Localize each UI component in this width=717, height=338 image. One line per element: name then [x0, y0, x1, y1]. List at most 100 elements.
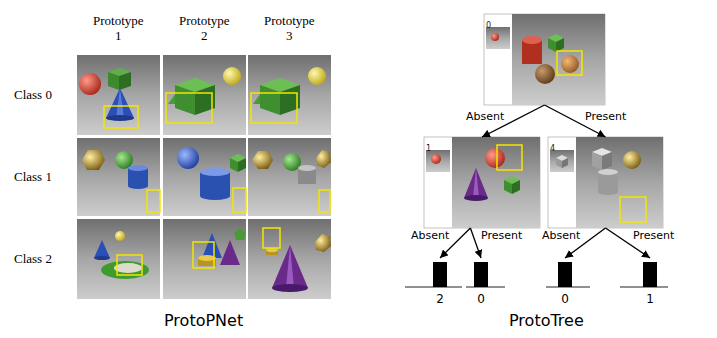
tree-images-part: [497, 145, 522, 170]
prototype-grid-part: [272, 284, 308, 292]
prototype-grid-part: [166, 93, 212, 123]
tree-images-part: [431, 154, 441, 164]
tree-images-part: [557, 51, 582, 75]
tree-images-part: [464, 195, 488, 201]
prototype-grid-part: [286, 245, 294, 288]
leaf-histograms-part: [433, 262, 447, 287]
prototype-grid-part: [175, 85, 195, 115]
prototype-grid-part: [202, 233, 222, 258]
tree-images-part: [535, 64, 555, 84]
prototype-grid-part: [234, 228, 246, 240]
row-label: Class 0: [14, 87, 52, 103]
prototype-grid-part: [308, 67, 326, 85]
prototype-grid-part: [248, 219, 331, 299]
column-header: Prototype 2: [179, 14, 230, 44]
prototype-grid-part: [319, 190, 330, 212]
tree-images-part: [485, 148, 505, 168]
leaf-class: 0: [561, 292, 569, 306]
tree-node: 1: [424, 137, 540, 228]
node-index: 1: [424, 143, 433, 154]
prototype-grid-part: [223, 67, 241, 85]
leaf-histogram: 0: [461, 258, 501, 306]
tree-images-part: [548, 137, 663, 228]
prototype-grid-part: [193, 242, 214, 268]
prototype-grid-part: [108, 72, 119, 90]
tree-images-part: [562, 158, 568, 168]
panel-caption: ProtoPNet: [164, 311, 243, 330]
prototype-grid-part: [106, 115, 134, 121]
leaf-histogram: 1: [630, 258, 670, 306]
prototype-grid-part: [128, 165, 148, 171]
prototype-grid-part: [251, 93, 297, 123]
prototype-grid-part: [117, 255, 142, 275]
prototype-grid-part: [147, 190, 160, 212]
prototype-grid-part: [104, 106, 138, 128]
tree-images-part: [522, 36, 542, 44]
prototype-grid-part: [77, 138, 160, 216]
prototype-grid-part: [200, 168, 230, 176]
leaf-histograms: [405, 262, 668, 287]
leaf-class: 1: [646, 292, 654, 306]
tree-images-part: [512, 180, 520, 194]
tree-images-part: [504, 180, 512, 194]
prototype-grid-part: [238, 158, 246, 172]
prototype-grid-part: [77, 219, 160, 299]
leaf-histogram: 0: [545, 258, 585, 306]
tree-images-part: [623, 151, 641, 169]
prototype-grid-part: [106, 88, 134, 118]
edge-label: Absent: [465, 110, 505, 123]
node-index: 0: [484, 20, 493, 31]
leaf-class: 2: [436, 292, 444, 306]
tree-images-part: [620, 197, 646, 222]
prototype-grid-part: [233, 188, 246, 212]
prototype-grid-part: [163, 138, 246, 216]
leaf-histograms-part: [474, 262, 488, 287]
edge-label: Absent: [541, 229, 581, 242]
tree-images: [424, 14, 663, 228]
node-index: 4: [548, 143, 557, 154]
tree-images-part: [556, 38, 564, 52]
prototype-grid-part: [263, 228, 280, 248]
prototype-grid-part: [115, 231, 125, 241]
row-label: Class 2: [14, 251, 52, 267]
prototype-grid-part: [315, 234, 331, 252]
tree-images-part: [592, 152, 602, 170]
tree-images-part: [561, 55, 579, 73]
prototype-grid-part: [163, 55, 246, 135]
tree-images-part: [512, 14, 605, 105]
prototype-grid-part: [82, 150, 105, 170]
edge-label: Absent: [410, 229, 450, 242]
tree-node: 0: [484, 14, 605, 105]
tree-images-part: [452, 137, 540, 228]
prototype-grid-part: [77, 55, 160, 135]
edge-label: Present: [632, 229, 675, 242]
prototype-grid-part: [260, 85, 280, 115]
prototype-grid-part: [163, 219, 246, 299]
prototype-grid-part: [252, 151, 273, 169]
row-label: Class 1: [14, 169, 52, 185]
tree-images-part: [556, 158, 562, 168]
tree-images-part: [426, 150, 450, 172]
prototype-grid-part: [248, 138, 331, 216]
prototype-grid-part: [94, 240, 110, 258]
column-header: Prototype 1: [93, 14, 144, 44]
leaf-histograms-part: [643, 262, 657, 287]
prototype-grid-part: [248, 55, 331, 135]
leaf-class: 0: [477, 292, 485, 306]
prototype-grid-part: [119, 72, 131, 90]
tree-images-part: [484, 14, 605, 105]
edge-label: Present: [480, 229, 523, 242]
tree-images-part: [598, 169, 618, 175]
column-header: Prototype 3: [264, 14, 315, 44]
prototype-grid-part: [220, 240, 240, 265]
prototype-grid-part: [116, 88, 124, 118]
tree-images-part: [576, 137, 663, 228]
prototype-grid-part: [316, 150, 331, 168]
tree-images-part: [548, 38, 556, 52]
tree-images-part: [424, 137, 540, 228]
tree-images-part: [602, 152, 612, 170]
prototype-grid-part: [114, 263, 142, 273]
leaf-histograms-part: [558, 262, 572, 287]
